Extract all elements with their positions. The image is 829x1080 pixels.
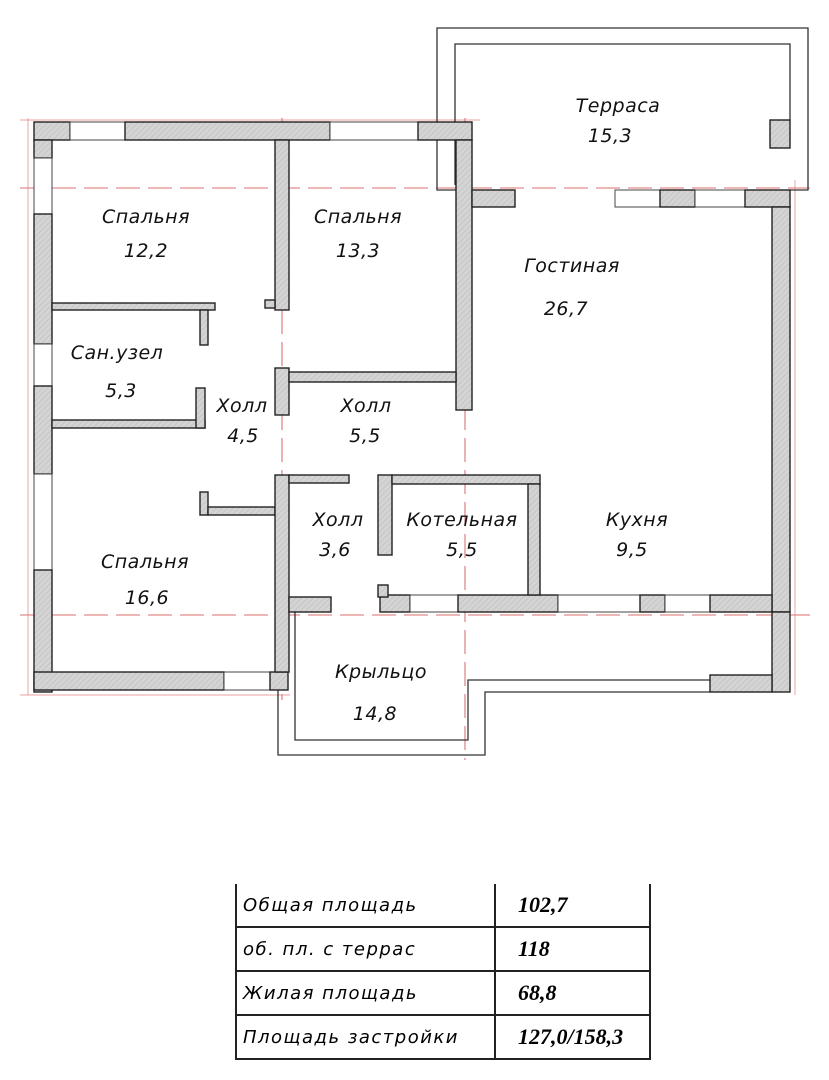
room-name-kitchen: Кухня [606,509,668,531]
porch-outline [277,612,710,756]
room-area-bedroom-1: 12,2 [124,240,168,262]
room-name-bathroom: Сан.узел [71,342,164,364]
room-area-bedroom-3: 16,6 [125,587,169,609]
room-area-bedroom-2: 13,3 [336,240,380,262]
room-name-hall-2: Холл [340,395,392,417]
room-name-hall-3: Холл [312,509,364,531]
summary-label: Площадь застройки [235,1014,496,1060]
room-name-bedroom-3: Спальня [101,551,189,573]
room-name-porch: Крыльцо [335,661,427,683]
room-name-bedroom-2: Спальня [314,206,402,228]
room-labels: Терраса 15,3 Спальня 12,2 Спальня 13,3 Г… [71,95,668,725]
area-summary-table: Общая площадь 102,7 об. пл. с террас 118… [235,884,651,1060]
room-area-boiler: 5,5 [446,539,478,561]
room-area-bathroom: 5,3 [105,380,137,402]
room-area-living: 26,7 [544,298,588,320]
room-area-porch: 14,8 [353,703,397,725]
summary-value: 127,0/158,3 [494,1014,651,1060]
summary-value: 118 [494,926,651,972]
room-name-boiler: Котельная [406,509,517,531]
floor-plan: Терраса 15,3 Спальня 12,2 Спальня 13,3 Г… [20,27,810,760]
room-area-hall-1: 4,5 [227,425,259,447]
room-area-hall-3: 3,6 [319,539,351,561]
table-row: Жилая площадь 68,8 [235,970,651,1016]
table-row: Общая площадь 102,7 [235,884,651,928]
summary-label: Жилая площадь [235,970,496,1016]
room-name-hall-1: Холл [216,395,268,417]
room-area-hall-2: 5,5 [349,425,381,447]
room-name-living: Гостиная [524,255,620,277]
summary-value: 102,7 [494,884,651,928]
table-row: об. пл. с террас 118 [235,926,651,972]
terrace-outline [436,27,809,191]
summary-value: 68,8 [494,970,651,1016]
room-name-terrace: Терраса [576,95,661,117]
summary-label: Общая площадь [235,884,496,928]
walls [33,121,791,693]
summary-label: об. пл. с террас [235,926,496,972]
room-name-bedroom-1: Спальня [102,206,190,228]
room-area-kitchen: 9,5 [616,539,648,561]
room-area-terrace: 15,3 [588,125,632,147]
table-row: Площадь застройки 127,0/158,3 [235,1014,651,1060]
